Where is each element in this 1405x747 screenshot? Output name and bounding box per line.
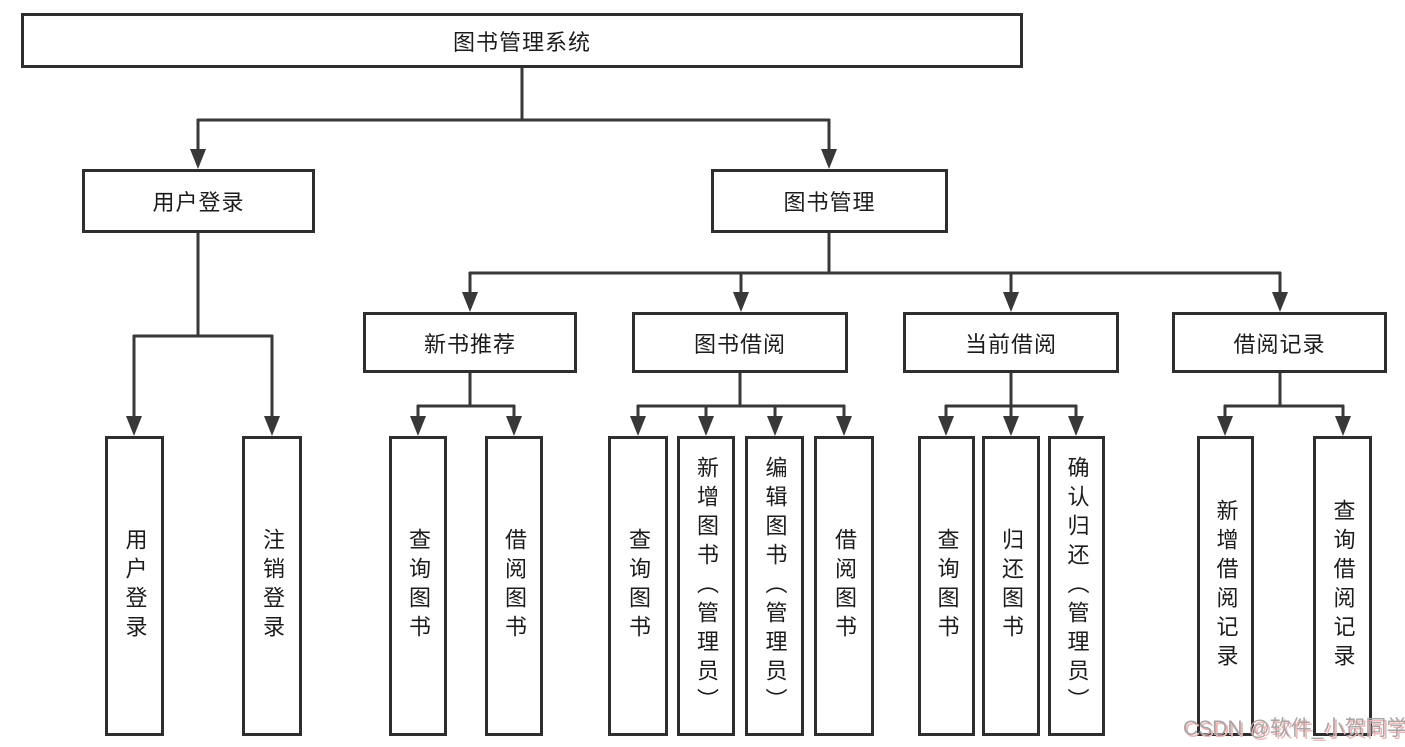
node-label: 归还图书 [999,528,1024,644]
node-borrow-records: 借阅记录 [1172,312,1387,373]
leaf-edit-book-admin: 编辑图书（管理员） [745,436,804,736]
leaf-user-login: 用户登录 [105,436,164,736]
node-label: 新增图书（管理员） [694,455,719,717]
node-label: 查询图书 [406,528,431,644]
arrow-down-icon [126,416,142,436]
arrow-down-icon [1003,292,1019,312]
leaf-borrow-books-recommend: 借阅图书 [485,436,543,736]
node-new-book-recommend: 新书推荐 [363,312,577,373]
node-label: 新书推荐 [423,331,516,357]
arrow-down-icon [630,416,646,436]
arrow-down-icon [821,149,837,169]
node-label: 编辑图书（管理员） [762,455,788,717]
leaf-query-books-current: 查询图书 [918,436,975,736]
arrow-down-icon [836,416,852,436]
leaf-query-books-borrow: 查询图书 [608,436,668,736]
connector-lines [132,68,1345,417]
node-label: 新增借阅记录 [1213,499,1239,673]
node-label: 图书管理系统 [452,29,591,55]
leaf-add-borrow-record: 新增借阅记录 [1197,436,1254,736]
node-current-borrow: 当前借阅 [903,312,1119,373]
arrow-down-icon [938,416,954,436]
leaf-logout: 注销登录 [242,436,302,736]
arrow-down-icon [1335,416,1351,436]
arrowheads [126,149,1351,436]
node-label: 图书借阅 [693,331,786,357]
node-label: 借阅图书 [502,528,527,644]
leaf-confirm-return-admin: 确认归还（管理员） [1048,436,1105,736]
arrow-down-icon [767,416,783,436]
csdn-watermark: CSDN @软件_小贺同学 [1183,717,1405,740]
node-label: 当前借阅 [964,331,1057,357]
node-label: 查询图书 [934,528,960,644]
arrow-down-icon [1272,292,1288,312]
arrow-down-icon [506,416,522,436]
arrow-down-icon [264,416,280,436]
arrow-down-icon [1003,416,1019,436]
arrow-down-icon [698,416,714,436]
arrow-down-icon [462,292,478,312]
leaf-query-borrow-record: 查询借阅记录 [1313,436,1372,736]
leaf-return-book: 归还图书 [982,436,1040,736]
node-user-login: 用户登录 [82,169,315,233]
leaf-add-book-admin: 新增图书（管理员） [677,436,735,736]
arrow-down-icon [410,416,426,436]
arrow-down-icon [1068,416,1084,436]
node-label: 注销登录 [260,528,285,644]
node-label: 借阅记录 [1233,331,1326,357]
node-book-borrow: 图书借阅 [632,312,848,373]
node-label: 查询借阅记录 [1330,499,1356,673]
node-label: 图书管理 [783,190,876,215]
node-label: 确认归还（管理员） [1064,455,1090,717]
node-label: 查询图书 [626,528,651,644]
arrow-down-icon [733,292,749,312]
node-library-management-system: 图书管理系统 [21,13,1023,68]
node-book-management: 图书管理 [711,169,948,233]
leaf-query-books-recommend: 查询图书 [389,436,447,736]
node-label: 借阅图书 [832,528,857,644]
node-label: 用户登录 [152,190,245,215]
arrow-down-icon [190,149,206,169]
leaf-borrow-books: 借阅图书 [814,436,874,736]
node-label: 用户登录 [122,528,148,644]
arrow-down-icon [1217,416,1233,436]
